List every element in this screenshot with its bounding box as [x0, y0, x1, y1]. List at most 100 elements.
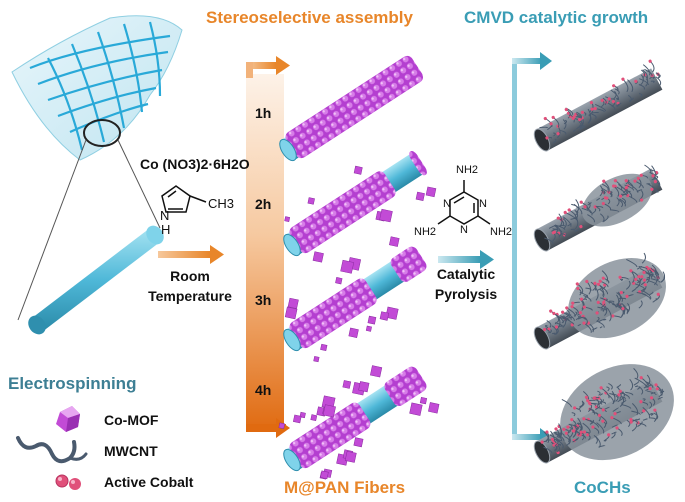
mwcnt-strand	[610, 89, 620, 101]
cobalt-particle	[582, 305, 586, 309]
mwcnt-strand	[552, 228, 563, 232]
fiber-end	[283, 233, 301, 257]
mpan-fiber-4	[278, 365, 440, 480]
cobalt-particle	[563, 210, 567, 215]
mwcnt-strand	[603, 215, 609, 222]
melamine-n-bottom: N	[460, 224, 468, 236]
cobalt-particle	[621, 307, 625, 311]
magnifier-lines	[17, 119, 161, 321]
mwcnt-strand	[647, 183, 659, 193]
mwcnt-strand	[546, 320, 552, 328]
pink-dots-icon	[55, 474, 81, 490]
mwcnt-strand	[644, 68, 653, 77]
mwcnt-strand	[612, 407, 619, 412]
mwcnt-strand	[637, 421, 643, 428]
cobalt-particle	[584, 395, 589, 399]
mof-crystal	[320, 343, 328, 352]
cobalt-particle	[618, 275, 622, 279]
mwcnt-strand	[618, 303, 622, 306]
cobalt-particle	[551, 115, 555, 119]
mwcnt-strand	[631, 423, 638, 432]
mwcnt-strand	[652, 76, 656, 79]
mof-crystal	[385, 306, 399, 320]
mwcnt-strand	[606, 307, 612, 322]
cobalt-particle	[561, 310, 565, 314]
2-methylimidazole-structure	[161, 185, 207, 213]
cobalt-particle	[625, 294, 629, 298]
mwcnt-strand	[620, 399, 627, 404]
mwcnt-strand	[606, 386, 610, 392]
pyrolysis-label: Pyrolysis	[434, 286, 498, 302]
mwcnt-strand	[595, 205, 604, 209]
fiber-end	[279, 138, 297, 162]
melamine-nh2-top: NH2	[456, 164, 479, 176]
cobalt-particle	[570, 305, 574, 309]
mwcnt-strand	[611, 390, 616, 405]
cobalt-particle	[585, 279, 589, 284]
mwcnt-strand	[599, 185, 603, 197]
mwcnt-strand	[596, 288, 602, 291]
mwcnt-strand	[621, 403, 632, 409]
temperature-label: Temperature	[148, 288, 232, 304]
mpan-fibers-label: M@PAN Fibers	[284, 478, 406, 497]
mwcnt-strand	[587, 202, 592, 206]
cobalt-particle	[648, 386, 652, 391]
mwcnt-strand	[572, 129, 576, 132]
mwcnt-strand	[557, 439, 564, 449]
mwcnt-strand	[644, 164, 652, 174]
cobalt-particle	[640, 275, 644, 279]
purple-polyhedron-icon	[56, 406, 80, 432]
mwcnt-strand	[616, 292, 623, 303]
cobalt-particle	[611, 314, 615, 318]
cobalt-particle	[567, 208, 571, 212]
mwcnt-strand	[609, 300, 615, 303]
cobalt-particle	[633, 179, 637, 183]
cobalt-particle	[556, 132, 560, 136]
mwcnt-strand	[588, 419, 600, 428]
legend-mwcnt: MWCNT	[104, 443, 158, 459]
mwcnt-strand	[555, 439, 559, 446]
mof-crystal	[365, 325, 372, 332]
mof-crystal	[425, 186, 437, 198]
mwcnt-strand	[551, 325, 558, 335]
mwcnt-strand	[640, 377, 649, 389]
mwcnt-strand	[645, 384, 651, 388]
cobalt-particle	[582, 430, 587, 434]
mwcnt-strand	[611, 431, 617, 435]
mof-crystal	[287, 297, 299, 309]
mwcnt-strand	[653, 271, 658, 286]
mof-coating	[289, 171, 396, 254]
catalytic-label: Catalytic	[436, 266, 496, 282]
mof-coating	[285, 55, 424, 159]
mwcnt-strand	[590, 112, 600, 114]
cobalt-particle	[613, 179, 618, 183]
mwcnt-strand	[610, 209, 620, 212]
cobalt-particle	[597, 413, 602, 417]
mwcnt-strand	[642, 290, 652, 300]
mwcnt-strand	[577, 316, 586, 320]
mof-coating-tail	[390, 246, 427, 282]
mof-coating	[289, 278, 377, 349]
mwcnt-strand	[603, 439, 607, 442]
mof-crystal	[428, 402, 440, 414]
cobalt-particle	[600, 98, 604, 103]
mwcnt-strand	[642, 293, 651, 300]
mwcnt-strand	[642, 64, 651, 76]
mwcnt-strand	[655, 72, 660, 79]
mwcnt-strand	[619, 297, 627, 300]
cobalt-particle	[651, 174, 655, 178]
mwcnt-strand	[574, 216, 579, 230]
mwcnt-strand	[579, 125, 585, 128]
mwcnt-strand	[608, 382, 613, 390]
mwcnt-strand	[587, 214, 595, 223]
hierarchical-bulge	[581, 173, 653, 227]
mof-crystal	[353, 165, 363, 175]
mwcnt-strand	[588, 408, 596, 415]
mwcnt-strand	[566, 438, 571, 446]
cobalt-particle	[602, 179, 606, 183]
cobalt-particle	[629, 417, 633, 422]
cobalt-particle	[601, 276, 605, 280]
cobalt-particle	[543, 327, 547, 332]
mwcnt-strand	[539, 126, 549, 129]
hierarchical-bulge	[568, 258, 666, 339]
